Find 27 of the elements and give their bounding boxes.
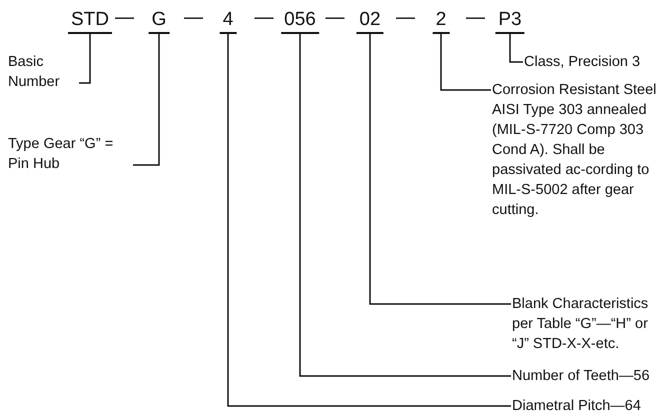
leader-line xyxy=(227,34,511,407)
code-segment: P3 xyxy=(495,8,525,34)
code-segment: 02 xyxy=(356,8,384,34)
leader-line xyxy=(440,34,491,91)
description-text: Corrosion Resistant Steel AISI Type 303 annealed (MIL-S-7720 Comp 303 Cond A). Shall be passivated ac-cording to MIL-S-5002 after gear cutting. xyxy=(492,80,664,220)
separator-dash: — xyxy=(466,6,485,30)
separator-dash: — xyxy=(115,6,134,30)
leader-line xyxy=(299,34,511,377)
description-text: Type Gear “G” = Pin Hub xyxy=(8,134,132,174)
description-text: Diametral Pitch—64 xyxy=(512,396,668,416)
separator-dash: — xyxy=(254,6,274,30)
leader-line xyxy=(79,34,91,84)
separator-dash: — xyxy=(326,6,344,30)
description-text: Blank Characteristics per Table “G”—“H” or “J” STD-X-X-etc. xyxy=(512,294,668,354)
description-text: Class, Precision 3 xyxy=(524,52,670,72)
description-text: Basic Number xyxy=(8,52,78,92)
description-text: Number of Teeth—56 xyxy=(512,366,668,386)
code-segment: G xyxy=(148,8,170,34)
code-segment: 2 xyxy=(432,8,450,34)
leader-line xyxy=(369,34,511,305)
code-segment: 056 xyxy=(281,8,319,34)
separator-dash: — xyxy=(396,6,415,30)
code-segment: 4 xyxy=(220,8,236,34)
separator-dash: — xyxy=(184,6,203,30)
leader-line xyxy=(133,34,160,166)
leader-line xyxy=(509,34,523,63)
code-segment: STD xyxy=(68,8,112,34)
